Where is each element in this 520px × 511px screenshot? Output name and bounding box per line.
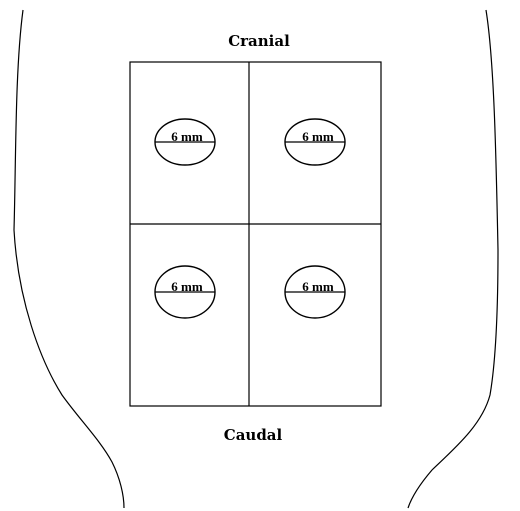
quadrant-grid bbox=[129, 61, 382, 407]
quadrant-upper-left: 6 mm bbox=[154, 118, 216, 166]
measurement-label: 6 mm bbox=[302, 129, 334, 144]
measurement-label: 6 mm bbox=[171, 129, 203, 144]
measurement-label: 6 mm bbox=[171, 279, 203, 294]
body-outline-right bbox=[407, 9, 499, 509]
quadrant-lower-right: 6 mm bbox=[284, 265, 346, 319]
quadrant-upper-right: 6 mm bbox=[284, 118, 346, 166]
cranial-label: Cranial bbox=[228, 32, 290, 50]
caudal-label: Caudal bbox=[224, 426, 283, 444]
quadrant-lower-left: 6 mm bbox=[154, 265, 216, 319]
body-outline-left bbox=[13, 9, 125, 509]
measurement-label: 6 mm bbox=[302, 279, 334, 294]
